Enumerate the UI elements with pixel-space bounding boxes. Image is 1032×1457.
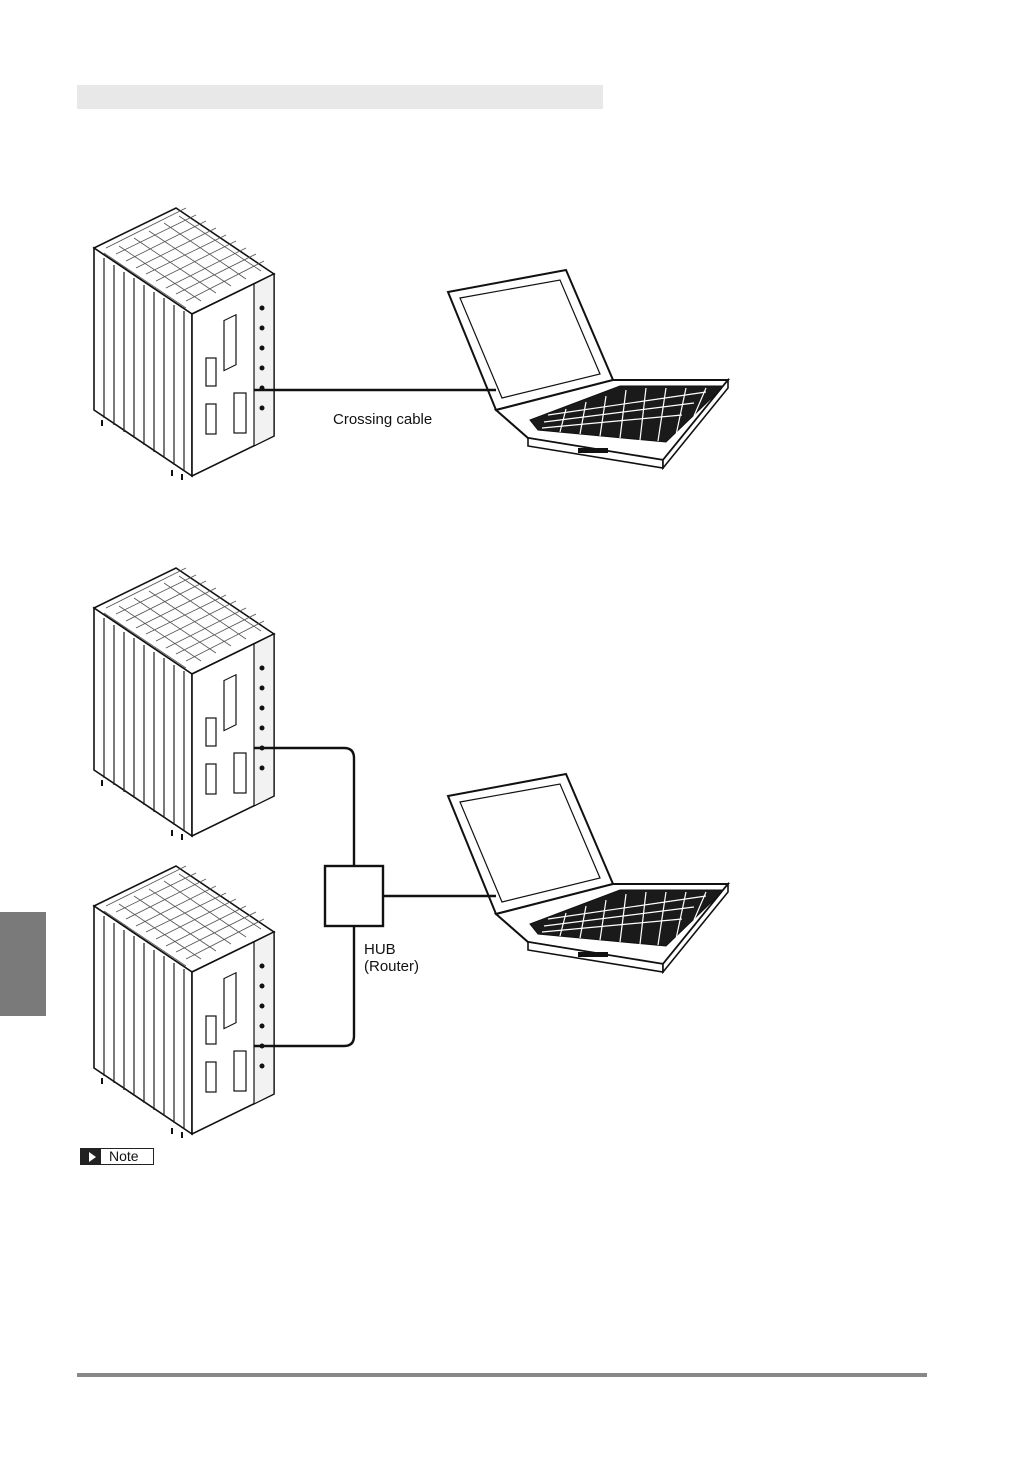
controller-unit-2 xyxy=(94,568,274,840)
crossing-cable-label: Crossing cable xyxy=(333,411,432,428)
play-arrow-icon xyxy=(81,1149,101,1164)
hub-label-line1: HUB xyxy=(364,941,419,958)
footer-rule xyxy=(77,1373,927,1377)
note-label: Note xyxy=(101,1149,139,1164)
laptop-pc-1 xyxy=(448,270,728,468)
hub-label: HUB (Router) xyxy=(364,941,419,975)
laptop-pc-2 xyxy=(448,774,728,972)
controller-unit-1 xyxy=(94,208,274,480)
hub-box xyxy=(325,866,383,926)
controller-unit-3 xyxy=(94,866,274,1138)
diagram-hub-connection xyxy=(94,568,728,1138)
note-badge: Note xyxy=(80,1148,154,1165)
diagram-direct-connection xyxy=(94,208,728,480)
hub-label-line2: (Router) xyxy=(364,958,419,975)
